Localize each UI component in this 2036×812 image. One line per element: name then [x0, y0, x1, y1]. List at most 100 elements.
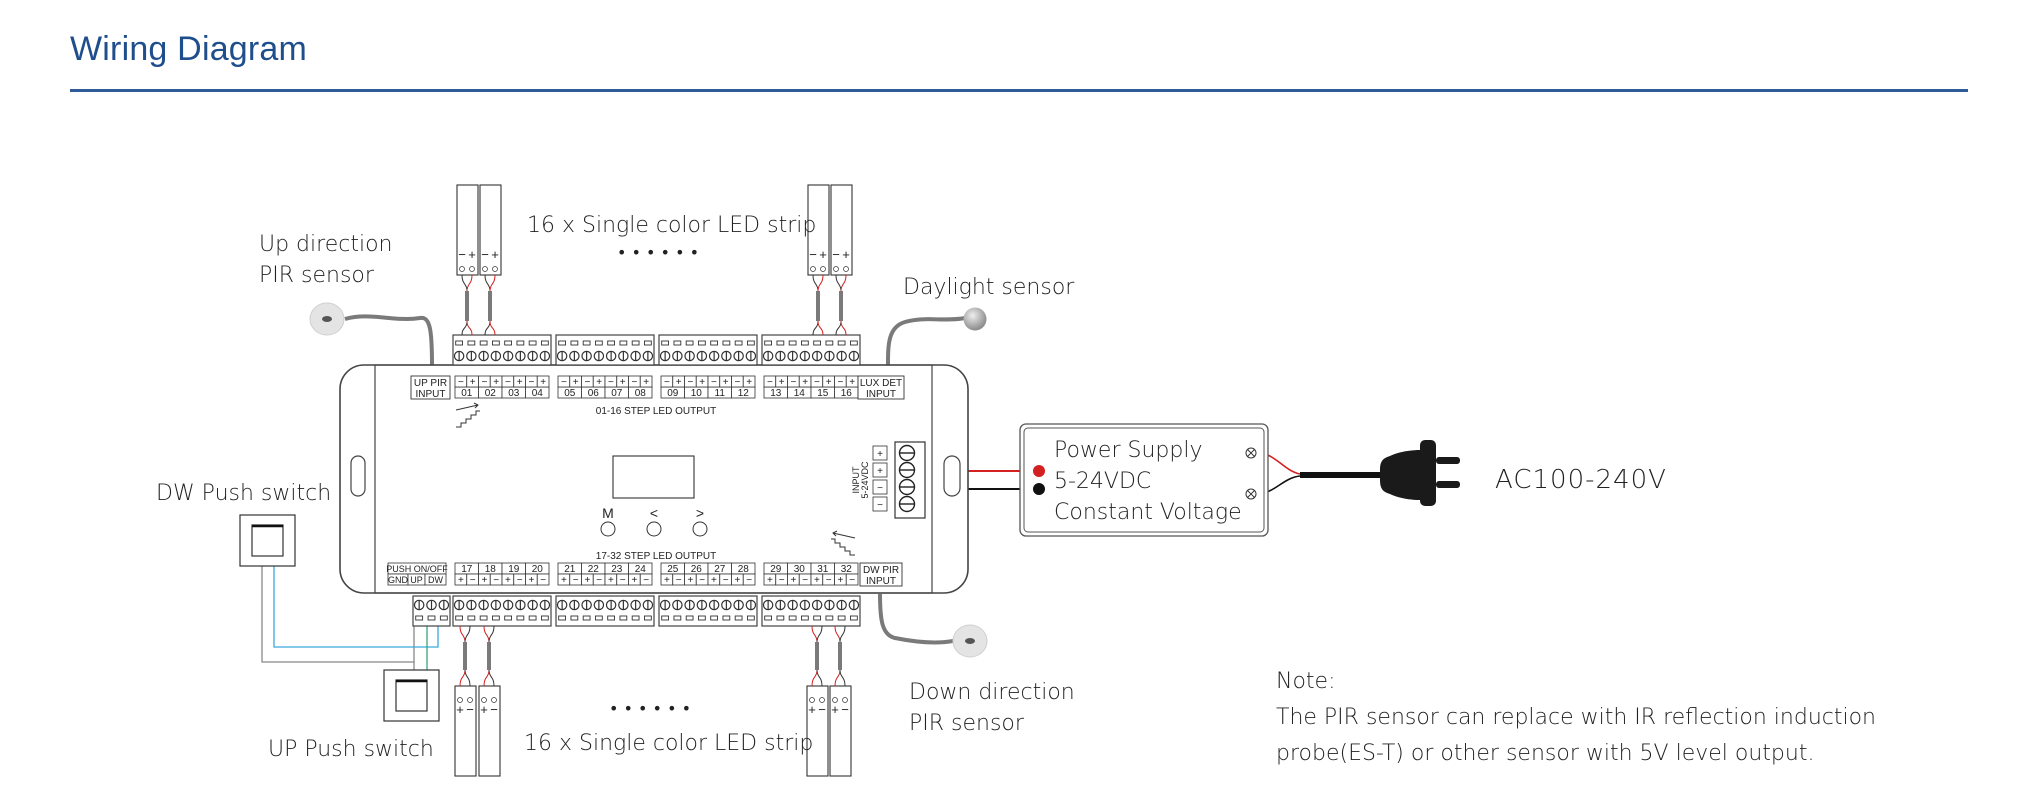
wire-slot — [661, 340, 670, 346]
polarity-box — [872, 445, 888, 461]
channel-number: 20 — [532, 564, 544, 575]
polarity-sign: + — [631, 575, 637, 586]
stairs-arrow — [455, 402, 479, 411]
channel-number: 04 — [532, 388, 544, 399]
power-supply-outer — [1019, 423, 1269, 537]
wire-slot — [734, 340, 743, 346]
channel-number: 23 — [611, 564, 623, 575]
strip-wire-positive — [840, 320, 847, 336]
channel-number: 29 — [770, 564, 782, 575]
polarity-sign: + — [877, 449, 883, 460]
gnd-wire — [261, 566, 415, 663]
polarity-sign: + — [767, 575, 773, 586]
strip-pad — [459, 266, 465, 272]
push-pin-label: UP — [410, 575, 423, 585]
down-pir-cable — [878, 593, 954, 645]
wire-slot — [540, 340, 549, 346]
input-box-line2: INPUT — [416, 389, 446, 400]
stairs-up-icon — [455, 402, 480, 428]
strip-pad — [457, 697, 463, 703]
polarity-sign: + — [814, 575, 820, 586]
polarity-sign: − — [517, 575, 523, 586]
strip-wire-positive — [489, 320, 496, 336]
polarity-sign: − — [596, 575, 602, 586]
note-line: probe(ES-T) or other sensor with 5V leve… — [1276, 741, 1815, 766]
screw-cross — [1247, 449, 1255, 457]
polarity-sign: − — [481, 377, 487, 388]
up-push-switch-label: UP Push switch — [268, 737, 434, 762]
down-pir-sensor-label: PIR sensor — [909, 711, 1025, 736]
channel-number: 31 — [817, 564, 829, 575]
led-strips: −+−+−+−++−+−+−+− — [454, 184, 853, 777]
strip-wire-positive — [466, 320, 473, 336]
wire-slot — [710, 615, 719, 621]
wire-slot — [673, 340, 682, 346]
up-pir-sensor-label: Up direction — [259, 232, 392, 257]
strip-polarity: + — [480, 702, 488, 717]
led-strip-body — [479, 184, 502, 276]
polarity-sign: − — [767, 377, 773, 388]
channel-number: 22 — [588, 564, 600, 575]
polarity-sign: − — [814, 377, 820, 388]
polarity-sign: − — [746, 575, 752, 586]
channel-number: 06 — [588, 388, 600, 399]
down-pir-sensor-label: Down direction — [909, 680, 1075, 705]
wire-slot — [685, 340, 694, 346]
push-terminal-block — [412, 595, 451, 627]
channel-number: 26 — [691, 564, 703, 575]
polarity-sign: + — [470, 377, 476, 388]
strip-wire-negative — [484, 320, 491, 336]
channel-number: 15 — [817, 388, 829, 399]
mounting-slot-right — [943, 455, 961, 497]
wire-slot — [467, 615, 476, 621]
channel-number: 17 — [461, 564, 473, 575]
wire-slot — [776, 615, 785, 621]
polarity-sign: − — [826, 575, 832, 586]
strip-wire-positive — [811, 669, 818, 687]
polarity-cell — [845, 573, 859, 586]
polarity-sign: − — [458, 377, 464, 388]
wire-slot — [455, 615, 464, 621]
top-terminal-block-3 — [658, 334, 758, 366]
wire-slot — [825, 615, 834, 621]
wire-slot — [849, 340, 858, 346]
pir-sensor-lens — [965, 638, 975, 644]
strip-wire-positive — [483, 625, 490, 643]
terminal-block-body — [452, 334, 552, 366]
daylight-sensor-icon — [963, 307, 987, 331]
strip-polarity: − — [809, 247, 817, 262]
polarity-sign: − — [493, 575, 499, 586]
wire-slot — [491, 615, 500, 621]
polarity-sign: − — [664, 377, 670, 388]
polarity-cell — [639, 375, 653, 388]
polarity-cell — [742, 375, 756, 388]
input-box-line1: DW PIR — [863, 565, 899, 576]
control-button-m — [600, 521, 616, 537]
strip-wire-negative — [812, 320, 819, 336]
input-box — [857, 375, 905, 400]
wire-slot — [661, 615, 670, 621]
switch-button — [395, 679, 428, 712]
polarity-sign: + — [837, 575, 843, 586]
wire-slot — [467, 340, 476, 346]
strip-wire-positive — [483, 669, 490, 687]
polarity-sign: + — [699, 377, 705, 388]
input-box — [410, 375, 451, 400]
polarity-sign: − — [561, 377, 567, 388]
polarity-sign: − — [779, 575, 785, 586]
strip-wire-negative — [464, 625, 471, 643]
wire-slot — [631, 340, 640, 346]
wire-slot — [491, 340, 500, 346]
polarity-sign: + — [687, 575, 693, 586]
wire-slot — [788, 615, 797, 621]
control-button-left — [646, 521, 662, 537]
pir-sensor-lens — [322, 316, 332, 322]
wire-slot — [800, 340, 809, 346]
channel-number: 25 — [667, 564, 679, 575]
switch-button — [251, 524, 284, 557]
strip-wire-positive — [489, 274, 496, 292]
strip-wire-negative — [835, 320, 842, 336]
wire-slot — [455, 340, 464, 346]
